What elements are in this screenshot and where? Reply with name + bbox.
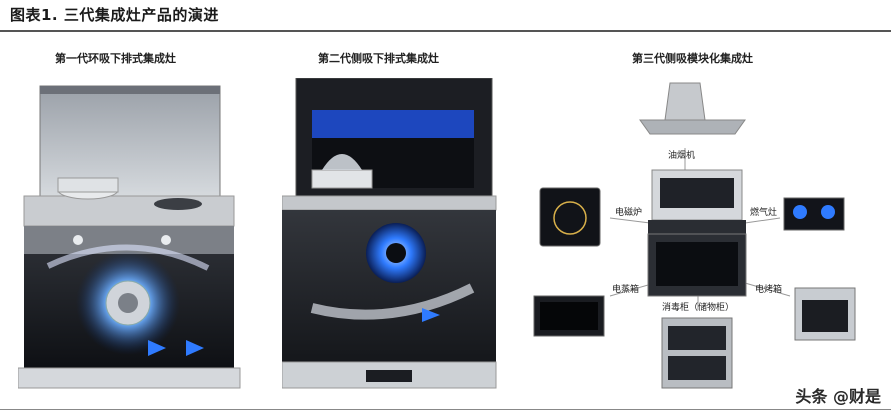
label-induction-cooker: 电磁炉	[615, 206, 642, 218]
top-rule	[0, 30, 891, 32]
label-steam-oven: 电蒸箱	[612, 283, 639, 295]
airflow-arrow-icon	[422, 308, 440, 322]
cooking-pot	[311, 169, 373, 189]
gas-stove	[783, 197, 845, 231]
airflow-arrow-icon	[186, 340, 204, 356]
blue-light-strip	[312, 110, 474, 140]
label-gas-stove: 燃气灶	[750, 206, 777, 218]
knob-left	[73, 235, 83, 245]
induction-cooker	[539, 187, 601, 247]
gen2-stove-illustration	[282, 78, 497, 389]
label-range-hood: 油烟机	[668, 149, 695, 161]
panel-title-gen2: 第二代侧吸下排式集成灶	[318, 52, 439, 65]
figure-title: 图表1. 三代集成灶产品的演进	[10, 6, 219, 24]
panel-title-gen1: 第一代环吸下排式集成灶	[55, 52, 176, 65]
bottom-rule	[0, 409, 891, 410]
airflow-arrow-icon	[148, 340, 166, 356]
burner	[154, 198, 202, 210]
watermark-text: 头条 @财是	[795, 387, 881, 406]
knob-right	[161, 235, 171, 245]
range-hood	[664, 82, 706, 121]
gen3-modular-diagram: 油烟机 电磁炉 燃气灶 电蒸箱 电烤箱 消毒柜（储物柜）	[533, 82, 856, 389]
label-electric-oven: 电烤箱	[755, 283, 782, 295]
label-sterilizer: 消毒柜（储物柜）	[662, 301, 734, 313]
panel-title-gen3: 第三代侧吸模块化集成灶	[632, 52, 753, 65]
gen1-stove-illustration	[18, 85, 241, 389]
